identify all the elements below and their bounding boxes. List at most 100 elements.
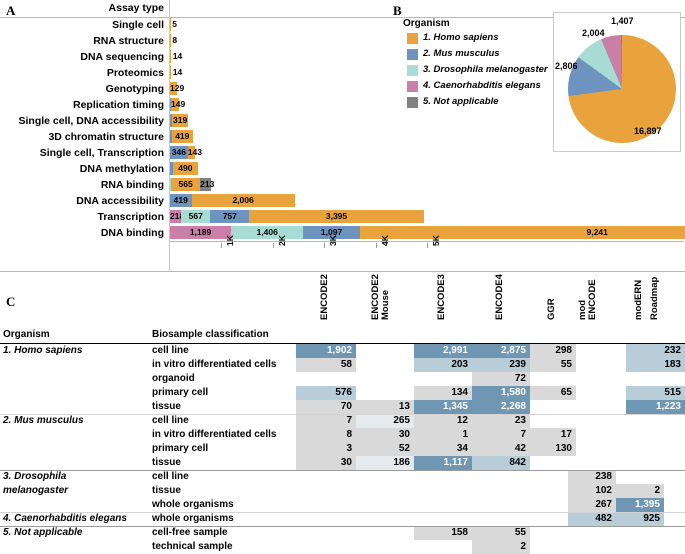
- bar-segment-value: 5: [172, 19, 177, 29]
- bar-row-label: DNA methylation: [79, 163, 164, 175]
- bar-row-label: Single cell: [112, 19, 164, 31]
- biosample-label: primary cell: [152, 387, 209, 398]
- bar-segment: 143: [187, 146, 202, 159]
- table-cell: 7: [472, 428, 530, 442]
- table-cell: [568, 344, 616, 358]
- bar-segment-value: 14: [172, 67, 183, 77]
- legend-label: 5. Not applicable: [423, 96, 499, 107]
- table-cell: 17: [530, 428, 576, 442]
- table-cell: [296, 484, 356, 498]
- panel-b-letter: B: [393, 3, 402, 18]
- panel-c-letter: C: [6, 294, 16, 309]
- table-cell: 12: [414, 414, 472, 428]
- biosample-label: tissue: [152, 485, 181, 496]
- bar-segment: [170, 50, 172, 63]
- table-cell: [472, 484, 530, 498]
- table-cell: 576: [296, 386, 356, 400]
- table-cell: [414, 484, 472, 498]
- axis-tick: [427, 243, 428, 248]
- biosample-label: cell line: [152, 471, 189, 482]
- table-cell: 1,902: [296, 344, 356, 358]
- bar-segment: 567: [181, 210, 211, 223]
- table-cell: [296, 526, 356, 540]
- panel-a-axis-vertical-line: [169, 0, 170, 272]
- biosample-label: technical sample: [152, 541, 233, 552]
- legend-label: 4. Caenorhabditis elegans: [423, 80, 541, 91]
- assay-type-title: Assay type: [108, 2, 164, 14]
- table-cell: 515: [626, 386, 685, 400]
- bar-row-label: DNA sequencing: [80, 51, 164, 63]
- table-cell: 1: [414, 428, 472, 442]
- table-row: technical sample 2: [0, 540, 685, 554]
- bar-segment: [170, 34, 172, 47]
- table-cell: 158: [414, 526, 472, 540]
- bar-segment: [170, 98, 172, 111]
- table-cell: [356, 372, 414, 386]
- table-cell: [568, 540, 616, 554]
- bar-segment: 129: [170, 82, 185, 95]
- axis-tick: [375, 243, 377, 248]
- table-cell: 7: [296, 414, 356, 428]
- table-cell: [626, 526, 685, 540]
- table-cell: 239: [472, 358, 530, 372]
- table-cell: 1,580: [472, 386, 530, 400]
- axis-tick-label: 2K: [276, 235, 287, 246]
- table-cell: [568, 386, 616, 400]
- bar-segment: [170, 162, 173, 175]
- biosample-label: cell-free sample: [152, 527, 228, 538]
- bar-segment: 1,189: [170, 226, 232, 239]
- table-cell: 2,875: [472, 344, 530, 358]
- bar-row-label: Replication timing: [72, 99, 164, 111]
- bar-segment: 213: [200, 178, 215, 191]
- table-cell: 2: [472, 540, 530, 554]
- table-cell: 72: [472, 372, 530, 386]
- panel-a-header-rule: [0, 0, 685, 18]
- bar-row-label: 3D chromatin structure: [48, 131, 164, 143]
- table-cell: [568, 372, 616, 386]
- table-column-header-encode2: ENCODE2: [319, 274, 330, 320]
- table-cell: 265: [356, 414, 414, 428]
- table-cell: 102: [568, 484, 616, 498]
- table-row-separator: [0, 470, 685, 471]
- axis-tick-label: 1K: [225, 235, 236, 246]
- bar-segment: 319: [171, 114, 189, 127]
- table-cell: 203: [414, 358, 472, 372]
- table-column-header-modern: modERN: [633, 279, 644, 320]
- organism-label: 3. Drosophila: [3, 471, 67, 482]
- table-cell: 130: [530, 442, 576, 456]
- bar-segment: 2,006: [191, 194, 295, 207]
- table-column-header-encode3: ENCODE3: [436, 274, 447, 320]
- table-cell: [626, 470, 685, 484]
- table-cell: [356, 358, 414, 372]
- table-row-separator: [0, 512, 685, 513]
- bar-segment: 218: [170, 210, 185, 223]
- axis-tick-label: 4K: [379, 235, 390, 246]
- table-cell: [626, 372, 685, 386]
- bar-row-label: RNA binding: [100, 179, 164, 191]
- bar-row-label: Single cell, DNA accessibility: [18, 115, 164, 127]
- table-row-separator: [0, 526, 685, 527]
- bar-segment: 490: [172, 162, 198, 175]
- bar-row-label: Single cell, Transcription: [39, 147, 164, 159]
- table-cell: [356, 526, 414, 540]
- legend-label: 3. Drosophila melanogaster: [423, 64, 548, 75]
- bar-segment: [170, 130, 172, 143]
- bar-segment: 1,097: [303, 226, 360, 239]
- table-cell: 13: [356, 400, 414, 414]
- table-cell: 3: [296, 442, 356, 456]
- table-cell: [414, 372, 472, 386]
- table-cell: 1,345: [414, 400, 472, 414]
